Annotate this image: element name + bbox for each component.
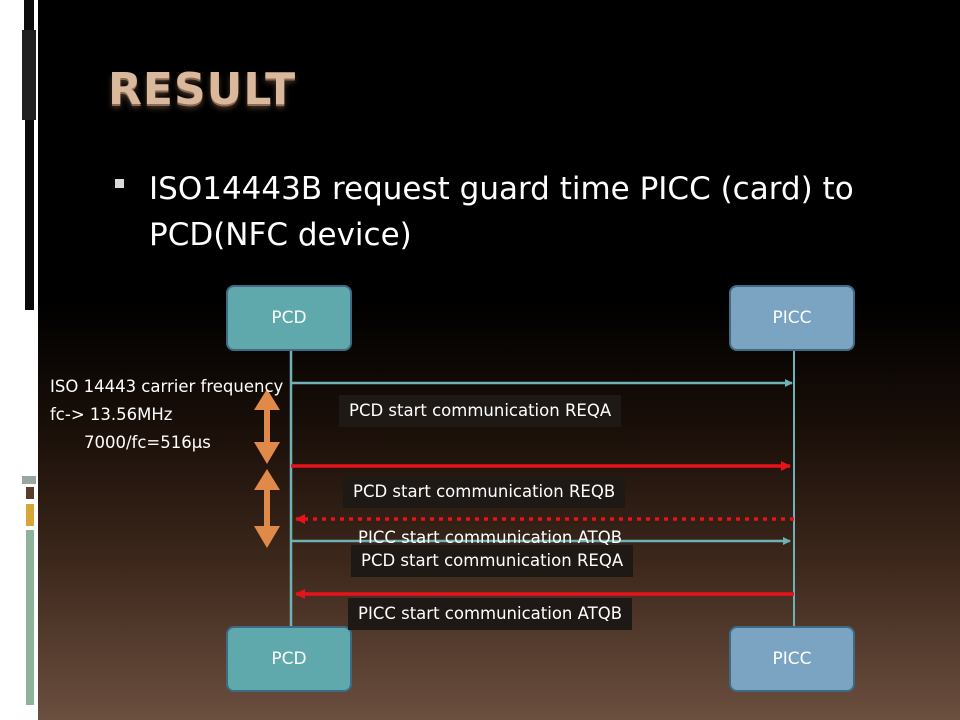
left-decor-bar [0, 0, 38, 720]
message-label: PICC start communication ATQB [348, 598, 633, 630]
guard-time-arrow-1 [254, 389, 280, 464]
pcd-box-top: PCD [226, 285, 352, 351]
carrier-frequency-note: ISO 14443 carrier frequency fc-> 13.56MH… [50, 373, 283, 457]
bullet-square-icon [115, 179, 124, 188]
pcd-box-bottom: PCD [226, 626, 352, 692]
slide-title: RESULT [108, 64, 297, 115]
message-label: PCD start communication REQA [339, 395, 622, 427]
carrier-line: fc-> 13.56MHz [50, 405, 173, 424]
bullet-text: ISO14443B request guard time PICC (card)… [149, 171, 854, 253]
picc-box-top: PICC [729, 285, 855, 351]
message-label: PICC start communication ATQB [358, 528, 623, 547]
carrier-line: 7000/fc=516µs [84, 433, 211, 452]
message-label: PCD start communication REQB [343, 476, 626, 508]
guard-time-arrow-2 [254, 469, 280, 548]
picc-box-bottom: PICC [729, 626, 855, 692]
message-label: PCD start communication REQA [351, 545, 634, 577]
carrier-line: ISO 14443 carrier frequency [50, 377, 284, 396]
